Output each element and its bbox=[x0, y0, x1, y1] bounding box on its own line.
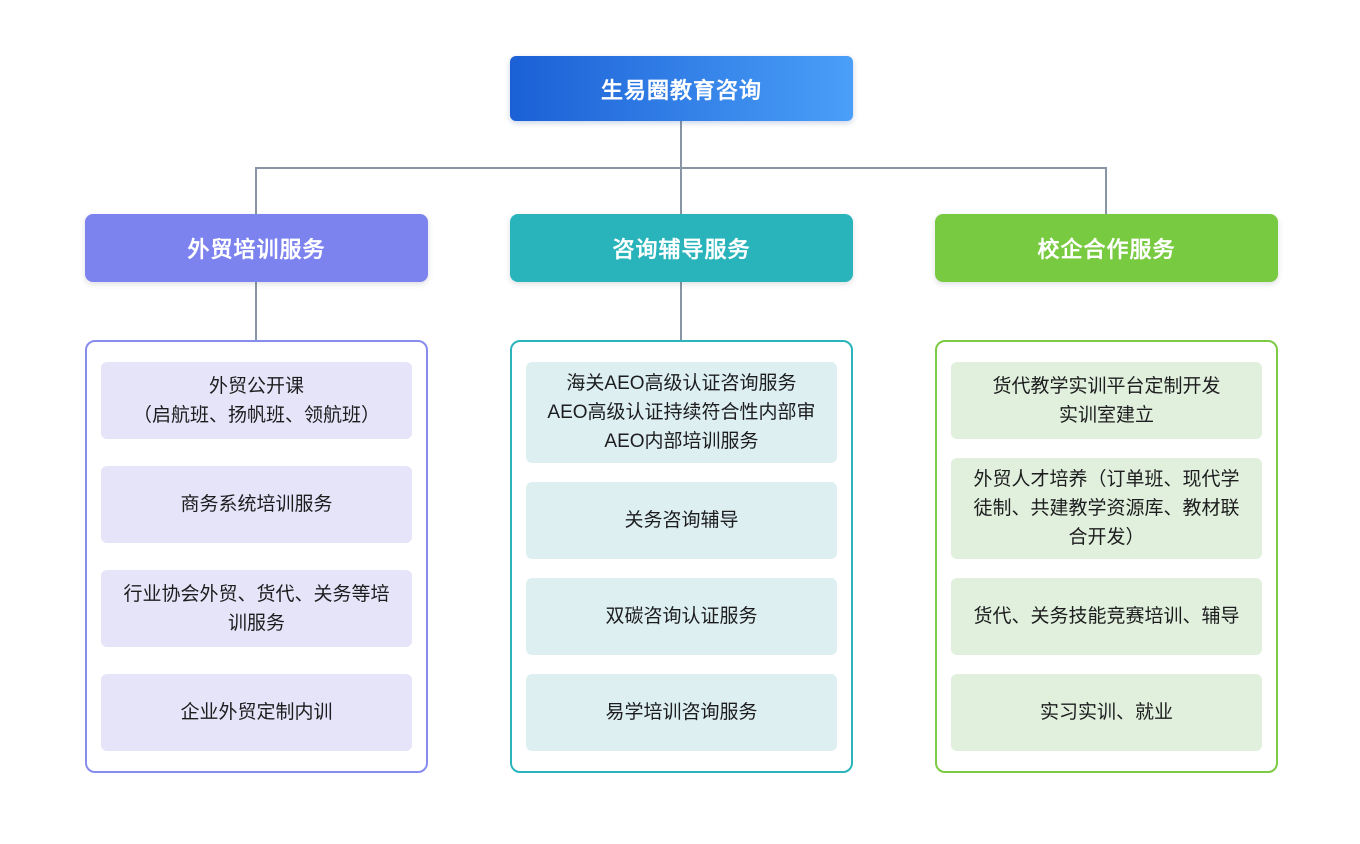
leaf-node: 双碳咨询认证服务 bbox=[526, 578, 837, 655]
connector-root-to-bus bbox=[680, 121, 682, 169]
branch-header-school-enterprise: 校企合作服务 bbox=[935, 214, 1278, 282]
leaf-node: 商务系统培训服务 bbox=[101, 466, 412, 543]
branch-header-label: 咨询辅导服务 bbox=[612, 237, 751, 262]
root-node-label: 生易圈教育咨询 bbox=[600, 77, 762, 103]
leaf-node: 海关AEO高级认证咨询服务 AEO高级认证持续符合性内部审 AEO内部培训服务 bbox=[526, 362, 837, 463]
leaf-node: 企业外贸定制内训 bbox=[101, 674, 412, 751]
leaf-node: 关务咨询辅导 bbox=[526, 482, 837, 559]
branch-header-trade-training: 外贸培训服务 bbox=[85, 214, 428, 282]
leaf-node: 外贸公开课 （启航班、扬帆班、领航班） bbox=[101, 362, 412, 439]
connector-bus-to-branch-1 bbox=[255, 167, 257, 214]
leaf-node: 货代、关务技能竞赛培训、辅导 bbox=[951, 578, 1262, 655]
leaf-node: 行业协会外贸、货代、关务等培 训服务 bbox=[101, 570, 412, 647]
leaf-node: 易学培训咨询服务 bbox=[526, 674, 837, 751]
connector-bus-to-branch-3 bbox=[1105, 167, 1107, 214]
connector-branch-2-to-body bbox=[680, 282, 682, 340]
branch-body-trade-training: 外贸公开课 （启航班、扬帆班、领航班） 商务系统培训服务 行业协会外贸、货代、关… bbox=[85, 340, 428, 773]
branch-body-consulting: 海关AEO高级认证咨询服务 AEO高级认证持续符合性内部审 AEO内部培训服务 … bbox=[510, 340, 853, 773]
root-node: 生易圈教育咨询 bbox=[510, 56, 853, 121]
leaf-node: 实习实训、就业 bbox=[951, 674, 1262, 751]
branch-body-school-enterprise: 货代教学实训平台定制开发 实训室建立 外贸人才培养（订单班、现代学 徒制、共建教… bbox=[935, 340, 1278, 773]
leaf-node: 货代教学实训平台定制开发 实训室建立 bbox=[951, 362, 1262, 439]
leaf-node: 外贸人才培养（订单班、现代学 徒制、共建教学资源库、教材联 合开发） bbox=[951, 458, 1262, 559]
connector-branch-1-to-body bbox=[255, 282, 257, 340]
branch-header-label: 校企合作服务 bbox=[1037, 237, 1176, 262]
connector-bus-to-branch-2 bbox=[680, 167, 682, 214]
branch-header-label: 外贸培训服务 bbox=[187, 237, 326, 262]
branch-header-consulting: 咨询辅导服务 bbox=[510, 214, 853, 282]
